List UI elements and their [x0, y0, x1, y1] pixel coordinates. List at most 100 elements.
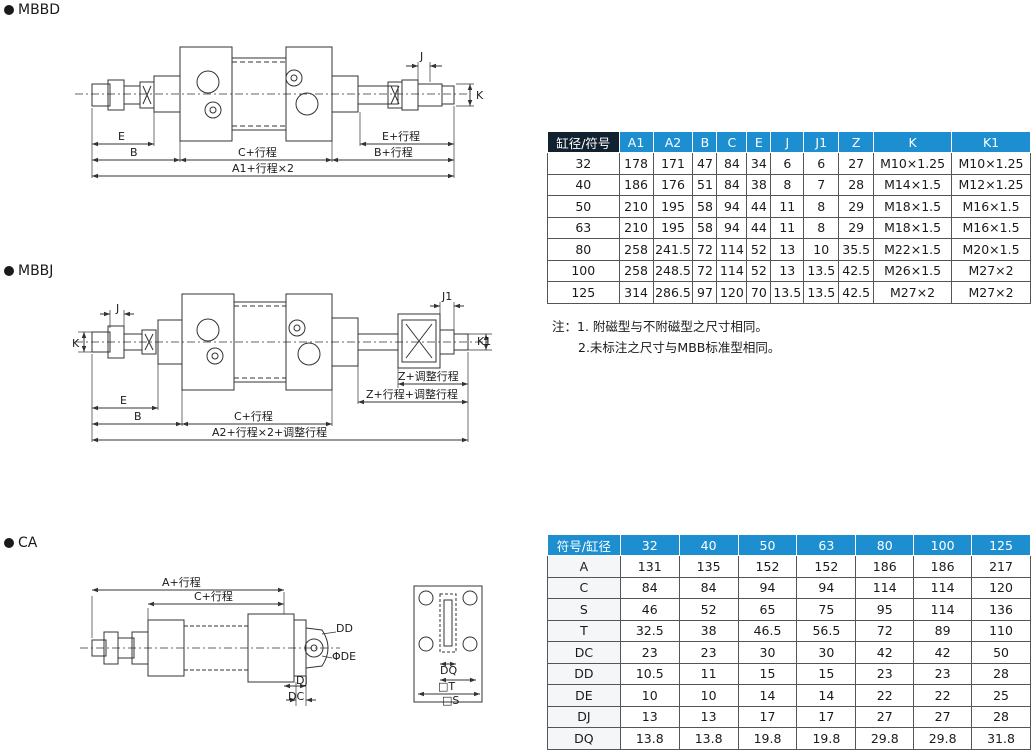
- table-cell: 10: [803, 238, 840, 261]
- table-cell: M10×1.25: [873, 152, 953, 175]
- table-cell: 40: [547, 173, 620, 196]
- table-header-cell: 100: [913, 534, 973, 556]
- section-title-mbbj: MBBJ: [4, 263, 53, 279]
- table-cell: 38: [678, 619, 739, 642]
- dim-label-b: B: [134, 410, 142, 423]
- table-cell: 6: [770, 152, 805, 175]
- table-cell: 10.5: [619, 662, 680, 685]
- table-cell: 17: [737, 705, 798, 728]
- table-cell: 29.8: [855, 727, 915, 750]
- table-cell: 84: [716, 173, 748, 196]
- table-cell: 15: [737, 662, 798, 685]
- table-cell: 286.5: [652, 281, 694, 304]
- table-cell: 94: [796, 576, 857, 599]
- section-title-text: CA: [18, 535, 38, 551]
- table-cell: 27: [913, 705, 973, 728]
- table-cell: 13: [619, 705, 680, 728]
- table-cell: 30: [796, 641, 857, 664]
- table-cell: 13.5: [803, 281, 840, 304]
- table-cell: 29: [838, 216, 875, 239]
- table-cell: 135: [678, 555, 739, 578]
- table-cell: 52: [746, 238, 772, 261]
- dim-label-dc: DC: [288, 690, 304, 703]
- bullet-icon: [4, 266, 14, 276]
- table-cell: 50: [971, 641, 1031, 664]
- table-cell: 27: [838, 152, 875, 175]
- note-line-2: 2.未标注之尺寸与MBB标准型相同。: [578, 340, 781, 355]
- table-cell: 114: [855, 576, 915, 599]
- table-cell: 52: [678, 598, 739, 621]
- table-cell: 32.5: [619, 619, 680, 642]
- table-cell: 258: [618, 259, 654, 282]
- table-cell: M27×2: [873, 281, 953, 304]
- table-cell: 195: [652, 216, 694, 239]
- notes: 注：1. 附磁型与不附磁型之尺寸相同。 2.未标注之尺寸与MBB标准型相同。: [552, 316, 780, 358]
- table-cell: 131: [619, 555, 680, 578]
- table-cell: 120: [971, 576, 1031, 599]
- dim-label-e-stroke: E+行程: [382, 130, 420, 143]
- table-cell: 65: [737, 598, 798, 621]
- table-cell: 23: [913, 662, 973, 685]
- section-title-mbbd: MBBD: [4, 2, 60, 18]
- table-cell: M26×1.5: [873, 259, 953, 282]
- table-cell: 13.5: [803, 259, 840, 282]
- table-cell: 46.5: [737, 619, 798, 642]
- table-cell: 58: [692, 195, 718, 218]
- dim-label-b: B: [130, 146, 138, 159]
- table-header-cell: J: [770, 131, 805, 153]
- table-header-cell: K1: [951, 131, 1031, 153]
- dim-label-j: J: [419, 50, 423, 63]
- section-title-text: MBBJ: [18, 263, 54, 279]
- table-cell: 248.5: [652, 259, 694, 282]
- dim-label-a: A+行程: [162, 576, 201, 589]
- table-cell: DC: [547, 641, 621, 664]
- table-cell: 314: [618, 281, 654, 304]
- table-cell: S: [547, 598, 621, 621]
- table-cell: 94: [716, 195, 748, 218]
- table-cell: 42.5: [838, 281, 875, 304]
- table-cell: DD: [547, 662, 621, 685]
- table-cell: 38: [746, 173, 772, 196]
- table-cell: 19.8: [737, 727, 798, 750]
- table-cell: 51: [692, 173, 718, 196]
- table-cell: 34: [746, 152, 772, 175]
- dim-label-z-stroke-adjust: Z+行程+调整行程: [366, 387, 458, 401]
- table-header-cell: Z: [838, 131, 875, 153]
- table-header-cell: 符号/缸径: [547, 534, 621, 556]
- table-header-cell: A2: [652, 131, 694, 153]
- table-cell: 217: [971, 555, 1031, 578]
- bullet-icon: [4, 5, 14, 15]
- table-cell: 120: [716, 281, 748, 304]
- bullet-icon: [4, 538, 14, 548]
- dim-label-k1: K1: [477, 335, 491, 348]
- table-cell: 28: [838, 173, 875, 196]
- table-cell: 178: [618, 152, 654, 175]
- section-title-ca: CA: [4, 535, 37, 551]
- table-cell: M16×1.5: [951, 216, 1031, 239]
- table-cell: 13.8: [678, 727, 739, 750]
- table-cell: DE: [547, 684, 621, 707]
- table-cell: 23: [855, 662, 915, 685]
- dim-label-dd: DD: [336, 622, 353, 635]
- table-cell: T: [547, 619, 621, 642]
- table-cell: 136: [971, 598, 1031, 621]
- table-cell: 114: [716, 259, 748, 282]
- table-cell: 186: [618, 173, 654, 196]
- table-cell: M12×1.25: [951, 173, 1031, 196]
- table-cell: 114: [913, 598, 973, 621]
- table-cell: 13.5: [770, 281, 805, 304]
- table-cell: 44: [746, 216, 772, 239]
- table-cell: 42.5: [838, 259, 875, 282]
- table-cell: DJ: [547, 705, 621, 728]
- table-header-cell: C: [716, 131, 748, 153]
- table-cell: 72: [692, 238, 718, 261]
